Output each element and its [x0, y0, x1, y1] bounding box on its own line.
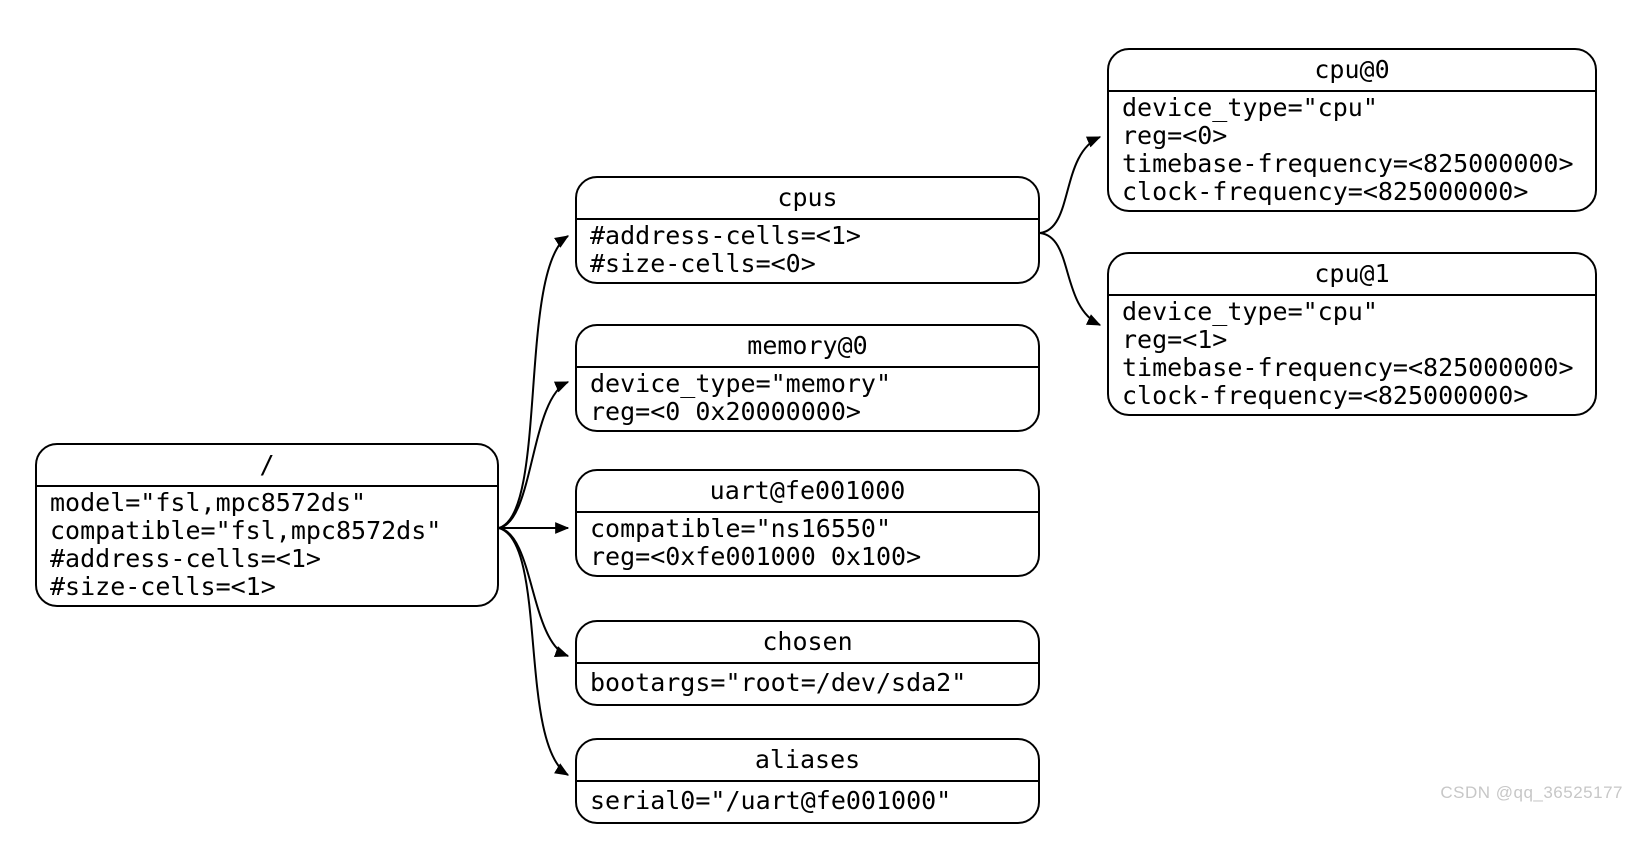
node-root-title: / [37, 445, 497, 487]
node-memory: memory@0 device_type="memory" reg=<0 0x2… [575, 324, 1040, 432]
node-cpus-title: cpus [577, 178, 1038, 220]
edge-root-aliases [498, 527, 569, 776]
node-cpus-prop-address-cells: #address-cells=<1> [590, 221, 861, 250]
node-cpus-prop-size-cells: #size-cells=<0> [590, 249, 816, 278]
node-aliases-prop-serial0: serial0="/uart@fe001000" [590, 786, 952, 815]
node-root-prop-size-cells: #size-cells=<1> [50, 572, 276, 601]
node-root-prop-address-cells: #address-cells=<1> [50, 544, 321, 573]
node-aliases-body: serial0="/uart@fe001000" [577, 782, 1038, 822]
node-memory-prop-device-type: device_type="memory" [590, 369, 892, 398]
node-uart: uart@fe001000 compatible="ns16550" reg=<… [575, 469, 1040, 577]
node-cpu1-prop-timebase-frequency: timebase-frequency=<825000000> [1122, 353, 1574, 382]
edge-root-chosen [498, 527, 570, 658]
watermark-text: CSDN @qq_36525177 [1440, 783, 1623, 802]
node-uart-prop-reg: reg=<0xfe001000 0x100> [590, 542, 922, 571]
node-memory-title: memory@0 [577, 326, 1038, 368]
node-cpu1-prop-clock-frequency: clock-frequency=<825000000> [1122, 381, 1529, 410]
node-cpu0-body: device_type="cpu" reg=<0> timebase-frequ… [1109, 92, 1595, 210]
node-cpu0-prop-device-type: device_type="cpu" [1122, 93, 1378, 122]
node-root-prop-compatible: compatible="fsl,mpc8572ds" [50, 516, 442, 545]
node-cpu1-title: cpu@1 [1109, 254, 1595, 296]
node-uart-title: uart@fe001000 [577, 471, 1038, 513]
node-cpu0-prop-reg: reg=<0> [1122, 121, 1228, 150]
node-root-prop-model: model="fsl,mpc8572ds" [50, 488, 367, 517]
node-chosen-body: bootargs="root=/dev/sda2" [577, 664, 1038, 704]
node-memory-prop-reg: reg=<0 0x20000000> [590, 397, 861, 426]
node-cpu0-prop-timebase-frequency: timebase-frequency=<825000000> [1122, 149, 1574, 178]
edge-root-cpus [498, 235, 569, 529]
edge-cpus-cpu0 [1039, 136, 1102, 234]
node-cpus: cpus #address-cells=<1> #size-cells=<0> [575, 176, 1040, 284]
node-cpu1: cpu@1 device_type="cpu" reg=<1> timebase… [1107, 252, 1597, 416]
node-chosen: chosen bootargs="root=/dev/sda2" [575, 620, 1040, 706]
node-cpu0-prop-clock-frequency: clock-frequency=<825000000> [1122, 177, 1529, 206]
node-chosen-title: chosen [577, 622, 1038, 664]
node-aliases: aliases serial0="/uart@fe001000" [575, 738, 1040, 824]
node-chosen-prop-bootargs: bootargs="root=/dev/sda2" [590, 668, 967, 697]
edge-cpus-cpu1 [1039, 232, 1102, 326]
node-cpu0: cpu@0 device_type="cpu" reg=<0> timebase… [1107, 48, 1597, 212]
node-cpu1-prop-device-type: device_type="cpu" [1122, 297, 1378, 326]
edge-root-memory [498, 381, 570, 529]
node-memory-body: device_type="memory" reg=<0 0x20000000> [577, 368, 1038, 430]
node-root-body: model="fsl,mpc8572ds" compatible="fsl,mp… [37, 487, 497, 605]
node-cpus-body: #address-cells=<1> #size-cells=<0> [577, 220, 1038, 282]
node-aliases-title: aliases [577, 740, 1038, 782]
node-cpu1-body: device_type="cpu" reg=<1> timebase-frequ… [1109, 296, 1595, 414]
node-cpu0-title: cpu@0 [1109, 50, 1595, 92]
node-uart-prop-compatible: compatible="ns16550" [590, 514, 892, 543]
node-root: / model="fsl,mpc8572ds" compatible="fsl,… [35, 443, 499, 607]
node-uart-body: compatible="ns16550" reg=<0xfe001000 0x1… [577, 513, 1038, 575]
node-cpu1-prop-reg: reg=<1> [1122, 325, 1228, 354]
